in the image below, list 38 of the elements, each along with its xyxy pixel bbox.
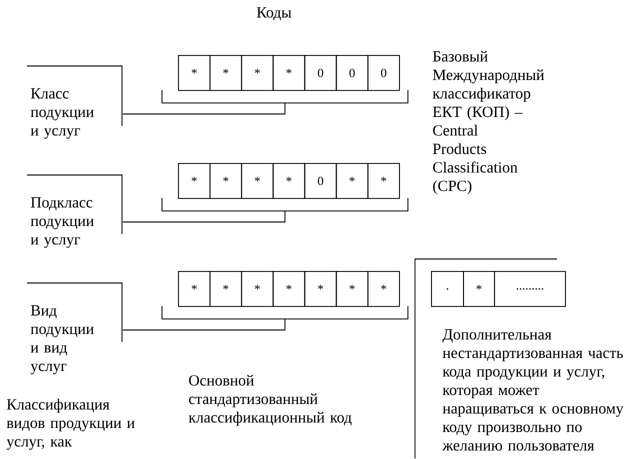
category-label: Класс подукции и услуг — [26, 66, 122, 139]
code-cell: * — [241, 55, 274, 91]
code-cell: * — [367, 163, 400, 199]
note-text: Основной стандартизованный классификационный код — [188, 374, 352, 426]
code-cell: * — [336, 271, 368, 307]
code-cell: * — [178, 163, 210, 199]
code-cell: * — [336, 163, 368, 199]
code-cell: * — [178, 55, 210, 91]
code-cell: 0 — [304, 163, 337, 199]
code-cell: * — [210, 271, 242, 307]
leader-line — [122, 102, 286, 114]
title: Коды — [256, 7, 292, 20]
leader-line — [122, 318, 286, 330]
code-cell: 0 — [367, 55, 400, 91]
category-label: Подкласс подукции и услуг — [26, 174, 122, 248]
code-cell: ......... — [494, 271, 566, 307]
code-cell: * — [210, 163, 242, 199]
code-cell: * — [178, 271, 210, 307]
note-text: Базовый Международный классификатор ЕКТ (КОП) – Central Products Classification (CPC) — [432, 50, 544, 194]
leader-line — [122, 210, 286, 222]
code-cell: * — [463, 271, 495, 307]
code-cell: * — [367, 271, 400, 307]
code-cell: * — [304, 271, 337, 307]
category-label: Вид подукции и вид услуг — [26, 282, 122, 374]
code-cell: * — [241, 271, 274, 307]
code-cell: 0 — [304, 55, 337, 91]
bracket — [162, 198, 408, 212]
bracket — [162, 306, 408, 320]
note-text: Классификация видов продукции и услуг, как — [6, 398, 135, 450]
code-cell: * — [272, 55, 306, 91]
code-cell: * — [272, 271, 306, 307]
code-cell: * — [272, 163, 306, 199]
code-cell: 0 — [336, 55, 368, 91]
note-text: Дополнительная нестандартизованная часть кода продукции и услуг, которая может наращиваться к основному коду произвольно по желанию пользователя — [442, 329, 624, 451]
code-cell: * — [210, 55, 242, 91]
bracket — [162, 90, 408, 104]
code-cell: . — [431, 271, 464, 307]
code-cell: * — [241, 163, 274, 199]
